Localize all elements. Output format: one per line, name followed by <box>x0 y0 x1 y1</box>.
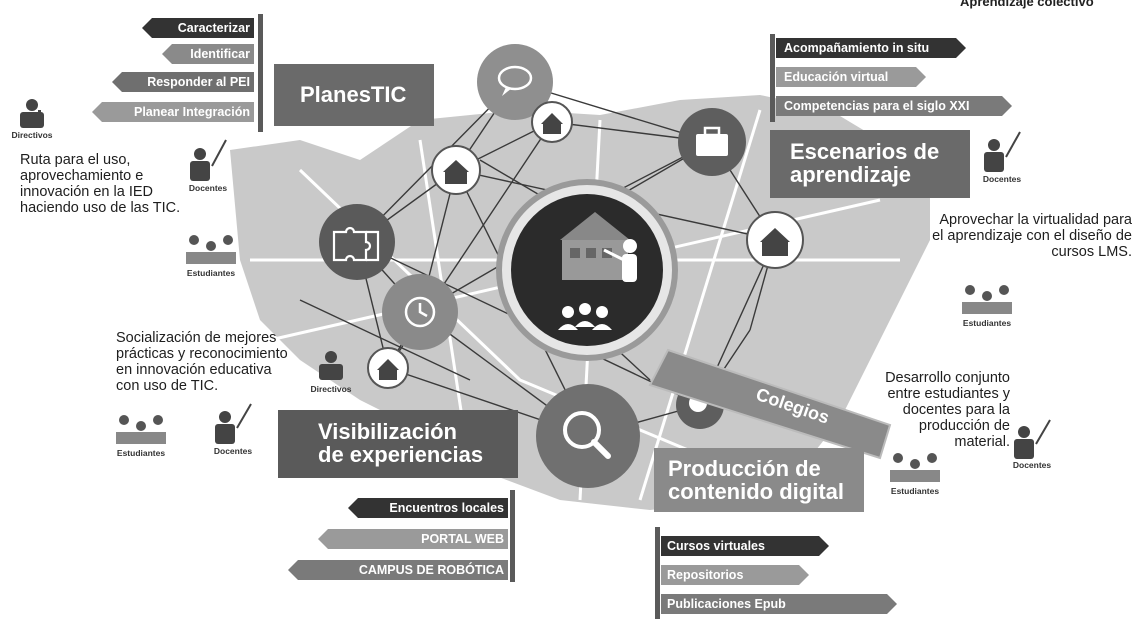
tag-acompanamiento: Acompañamiento in situ <box>776 38 966 58</box>
school-icon <box>531 101 573 143</box>
tag-identificar: Identificar <box>162 44 254 64</box>
visibilizacion-title-line1: Visibilización <box>318 419 457 444</box>
planestic-description: Ruta para el uso, aprovechamiento e inno… <box>20 152 181 216</box>
tag-cursos-virtuales: Cursos virtuales <box>661 536 829 556</box>
tag-group-bar <box>510 490 515 582</box>
escenarios-title-line2: aprendizaje <box>790 162 912 187</box>
school-icon <box>431 145 481 195</box>
produccion-description: Desarrollo conjunto entre estudiantes y … <box>885 370 1010 450</box>
tag-encuentros-locales: Encuentros locales <box>348 498 508 518</box>
planestic-title: PlanesTIC <box>274 64 434 126</box>
tag-responder-pei: Responder al PEI <box>112 72 254 92</box>
estudiantes-figure <box>962 285 1012 314</box>
school-icon <box>367 347 409 389</box>
school-icon <box>746 211 804 269</box>
tag-portal-web: PORTAL WEB <box>318 529 508 549</box>
role-label-docentes: Docentes <box>982 174 1022 184</box>
escenarios-description: Aprovechar la virtualidad para el aprend… <box>932 212 1132 260</box>
tag-educacion-virtual: Educación virtual <box>776 67 926 87</box>
clock-icon <box>382 274 458 350</box>
tag-group-bar <box>655 527 660 619</box>
tag-campus-robotica: CAMPUS DE ROBÓTICA <box>288 560 508 580</box>
briefcase-icon <box>678 108 746 176</box>
estudiantes-figure <box>186 235 236 264</box>
tag-group-bar <box>770 34 775 122</box>
role-label-estudiantes: Estudiantes <box>890 486 940 496</box>
produccion-title: Producción de contenido digital <box>654 448 864 512</box>
role-label-docentes: Docentes <box>213 446 253 456</box>
escenarios-title: Escenarios de aprendizaje <box>770 130 970 198</box>
visibilizacion-title: Visibilización de experiencias <box>278 410 518 478</box>
directivo-figure <box>20 99 44 128</box>
tag-caracterizar: Caracterizar <box>142 18 254 38</box>
role-label-docentes: Docentes <box>1012 460 1052 470</box>
tag-planear-integracion: Planear Integración <box>92 102 254 122</box>
role-label-docentes: Docentes <box>188 183 228 193</box>
produccion-title-line1: Producción de <box>668 456 821 481</box>
teacher-classroom-icon <box>496 179 678 361</box>
role-label-estudiantes: Estudiantes <box>962 318 1012 328</box>
magnifier-icon <box>536 384 640 488</box>
role-label-directivos: Directivos <box>11 130 53 140</box>
header-text: Aprendizaje colectivo <box>960 0 1094 9</box>
role-label-estudiantes: Estudiantes <box>116 448 166 458</box>
estudiantes-figure <box>890 453 940 482</box>
role-label-estudiantes: Estudiantes <box>186 268 236 278</box>
docente-figure <box>190 139 227 181</box>
chat-bubble-icon <box>477 44 553 120</box>
puzzle-icon <box>319 204 395 280</box>
tag-group-bar <box>258 14 263 132</box>
tag-repositorios: Repositorios <box>661 565 809 585</box>
role-label-directivos: Directivos <box>310 384 352 394</box>
docente-figure <box>1014 419 1051 459</box>
tag-publicaciones-epub: Publicaciones Epub <box>661 594 897 614</box>
escenarios-title-line1: Escenarios de <box>790 139 940 164</box>
visibilizacion-description: Socialización de mejores prácticas y rec… <box>116 330 288 394</box>
tag-competencias: Competencias para el siglo XXI <box>776 96 1012 116</box>
directivo-figure <box>319 351 343 380</box>
visibilizacion-title-line2: de experiencias <box>318 442 484 467</box>
estudiantes-figure <box>116 415 166 444</box>
produccion-title-line2: contenido digital <box>668 479 844 504</box>
docente-figure <box>984 131 1021 172</box>
docente-figure <box>215 403 252 444</box>
magnifier-handle <box>648 348 892 460</box>
